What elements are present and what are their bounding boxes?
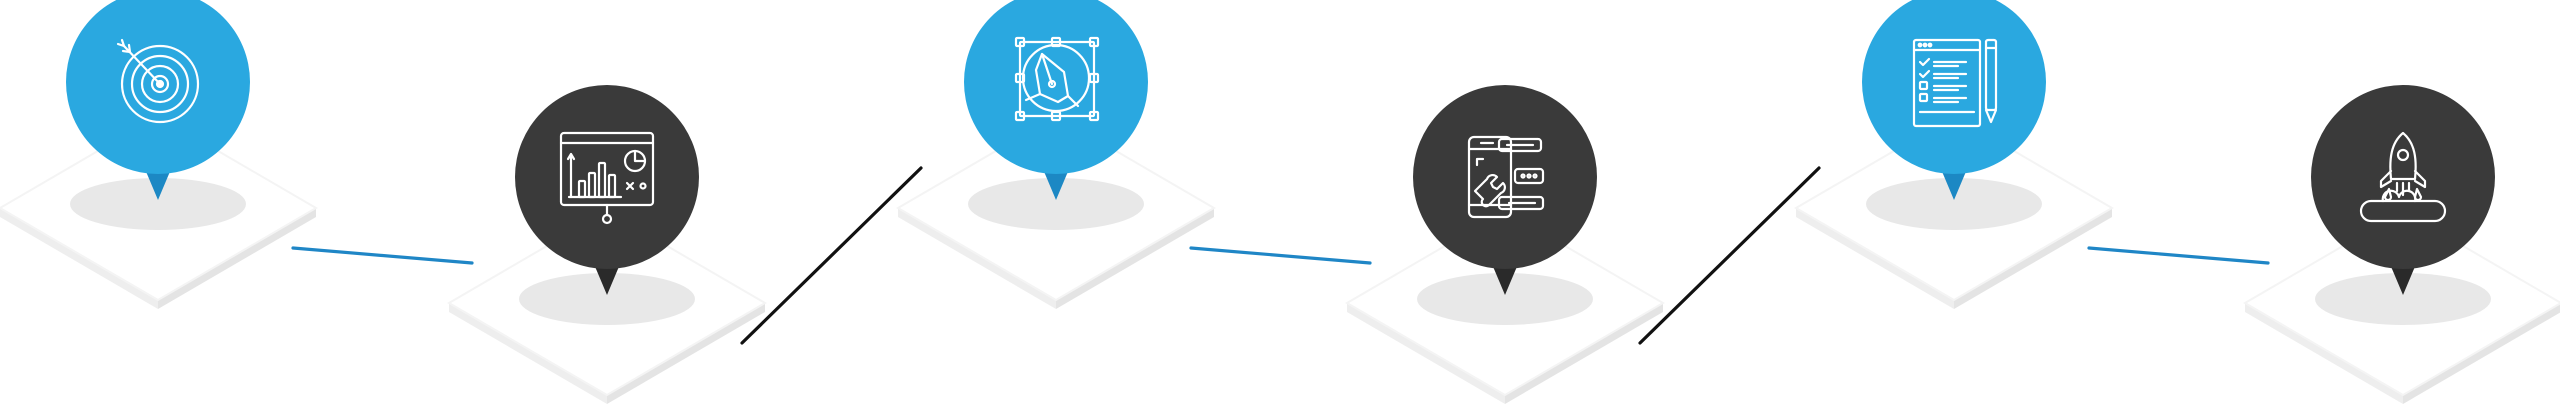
platform-right-face: [607, 303, 765, 404]
platform-shadow: [70, 178, 246, 230]
connector-4-dark: [1638, 166, 1821, 345]
map-pin-dark: [515, 85, 699, 295]
checklist-pencil-icon: [1912, 38, 1998, 128]
platform-right-face: [2403, 303, 2560, 404]
connector-1-blue: [291, 246, 474, 265]
connector-3-blue: [1189, 246, 1372, 265]
step-1: [0, 0, 318, 309]
platform-left-face: [898, 208, 1056, 309]
step-3: [896, 0, 1216, 309]
connector-2-dark: [740, 166, 923, 345]
presentation-chart-icon: [559, 131, 655, 225]
rocket-launch-icon: [2359, 131, 2447, 223]
pin-circle: [2311, 85, 2495, 269]
platform-left-face: [449, 303, 607, 404]
step-2: [447, 85, 767, 404]
icon-holder: [1014, 36, 1100, 122]
map-pin-blue: [964, 0, 1148, 200]
platform-left-face: [1347, 303, 1505, 404]
platform-left-face: [2245, 303, 2403, 404]
pin-circle: [964, 0, 1148, 174]
platform-right-face: [158, 208, 316, 309]
pen-tool-vector-icon: [1014, 36, 1100, 122]
icon-holder: [1912, 38, 1998, 128]
platform-shadow: [1866, 178, 2042, 230]
platform-shadow: [1417, 273, 1593, 325]
platform-right-face: [1505, 303, 1663, 404]
platform-shadow: [519, 273, 695, 325]
target-icon: [116, 38, 200, 124]
step-6: [2243, 85, 2560, 404]
map-pin-dark: [2311, 85, 2495, 295]
platform-left-face: [0, 208, 158, 309]
platform-shadow: [968, 178, 1144, 230]
map-pin-dark: [1413, 85, 1597, 295]
icon-holder: [116, 38, 200, 124]
pin-circle: [515, 85, 699, 269]
icon-holder: [559, 131, 655, 225]
icon-holder: [2359, 131, 2447, 223]
connector-5-blue: [2087, 246, 2270, 265]
platform-left-face: [1796, 208, 1954, 309]
platform-shadow: [2315, 273, 2491, 325]
pin-circle: [1413, 85, 1597, 269]
connectors: [291, 166, 2270, 345]
icon-holder: [1467, 135, 1545, 219]
platform-right-face: [1056, 208, 1214, 309]
platform-right-face: [1954, 208, 2112, 309]
mobile-settings-icon: [1467, 135, 1545, 219]
step-5: [1794, 0, 2114, 309]
map-pin-blue: [1862, 0, 2046, 200]
step-4: [1345, 85, 1665, 404]
map-pin-blue: [66, 0, 250, 200]
